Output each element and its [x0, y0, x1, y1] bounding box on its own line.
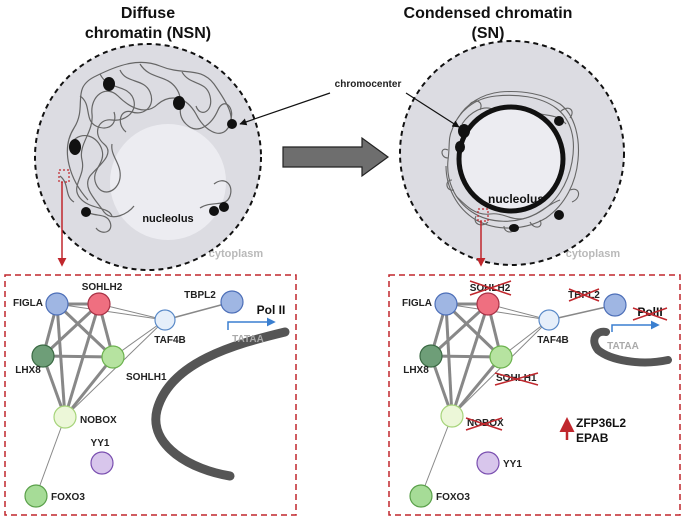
node-figla: [45, 292, 69, 316]
label-yy1-right: YY1: [503, 459, 522, 470]
zoom-region-left: [58, 169, 70, 183]
label-figla-right: FIGLA: [402, 298, 432, 309]
nucleolus-right: [456, 104, 566, 214]
chromocenter-pointer-left: [239, 92, 331, 126]
label-figla-left: FIGLA: [13, 298, 43, 309]
chromocenter-dot: [69, 139, 81, 155]
label-yy1-left: YY1: [91, 438, 110, 449]
chromocenter-dot: [554, 210, 564, 220]
nucleolus-label-right: nucleolus: [488, 192, 544, 206]
node-sohlh2: [87, 292, 111, 316]
label-lhx8-right: LHX8: [403, 365, 429, 376]
panel-border-right: [388, 274, 681, 516]
node-yy1: [90, 451, 114, 475]
label-foxo3-right: FOXO3: [436, 492, 470, 503]
tss-arrow-right: [611, 320, 660, 332]
pol-ii-label-left: Pol II: [257, 303, 286, 317]
cytoplasm-label-right: cytoplasm: [566, 248, 621, 260]
regulator-zfp36l2: ZFP36L2: [576, 416, 626, 430]
network-panel-right: TATAA PolII FIGLA SOHLH2 TBPL2 TAF4B LHX…: [388, 274, 681, 516]
node-figla: [434, 292, 458, 316]
condensed-chromatin: [441, 90, 580, 233]
diffuse-chromatin: [59, 61, 233, 233]
chromocenters-left: [69, 77, 237, 217]
label-sohlh2-left: SOHLH2: [82, 282, 123, 293]
label-taf4b-right: TAF4B: [537, 335, 568, 346]
zoom-region-right: [477, 208, 489, 222]
node-taf4b: [538, 309, 560, 331]
node-nobox: [53, 405, 77, 429]
chromocenter-pointer-right: [405, 92, 460, 128]
chromocenter-dot: [455, 141, 465, 153]
nucleolus-label-left: nucleolus: [142, 213, 193, 225]
label-lhx8-left: LHX8: [15, 365, 41, 376]
node-foxo3: [409, 484, 433, 508]
chromocenter-dot: [509, 224, 519, 232]
chromocenter-dot: [219, 202, 229, 212]
cell-right: nucleolus cytoplasm chromocenter: [239, 40, 625, 267]
node-sohlh1: [101, 345, 125, 369]
node-foxo3: [24, 484, 48, 508]
repressed-marks: [465, 280, 668, 431]
promoter-dna-left: [151, 327, 290, 481]
title-right-line2: (SN): [472, 25, 505, 42]
chromocenter-dot: [227, 119, 237, 129]
title-right-line1: Condensed chromatin: [404, 5, 573, 22]
chromocenter-dot: [209, 206, 219, 216]
node-sohlh2: [476, 292, 500, 316]
node-lhx8: [31, 344, 55, 368]
chromocenter-dot: [81, 207, 91, 217]
tataa-label-right: TATAA: [607, 341, 639, 352]
title-left-line1: Diffuse: [121, 5, 175, 22]
regulator-epab: EPAB: [576, 431, 609, 445]
label-tbpl2-left: TBPL2: [184, 290, 216, 301]
node-tbpl2: [220, 290, 244, 314]
node-nobox: [440, 404, 464, 428]
chromocenter-dot: [554, 116, 564, 126]
node-lhx8: [419, 344, 443, 368]
network-panel-left: TATAA Pol II FIGLA SOHLH2 TBPL2 TAF4B LH…: [4, 274, 297, 516]
node-taf4b: [154, 309, 176, 331]
label-sohlh1-left: SOHLH1: [126, 372, 167, 383]
chromocenter-label: chromocenter: [335, 79, 402, 90]
node-tbpl2: [603, 293, 627, 317]
label-nobox-left: NOBOX: [80, 415, 117, 426]
chromocenter-dot: [458, 124, 470, 138]
node-sohlh1: [489, 345, 513, 369]
label-taf4b-left: TAF4B: [154, 335, 185, 346]
chromocenter-dot: [103, 77, 115, 91]
cytoplasm-label-left: cytoplasm: [209, 248, 264, 260]
title-left-line2: chromatin (NSN): [85, 25, 211, 42]
tss-arrow-left: [227, 317, 276, 330]
promoter-dna-right: [590, 327, 672, 367]
label-foxo3-left: FOXO3: [51, 492, 85, 503]
chromocenter-dot: [173, 96, 185, 110]
node-yy1: [476, 451, 500, 475]
tataa-label-left: TATAA: [232, 334, 264, 345]
chromocenters-right: [455, 116, 564, 232]
cell-left: nucleolus cytoplasm: [34, 43, 264, 271]
nucleolus-left: [110, 124, 226, 240]
transition-arrow: [282, 136, 390, 178]
